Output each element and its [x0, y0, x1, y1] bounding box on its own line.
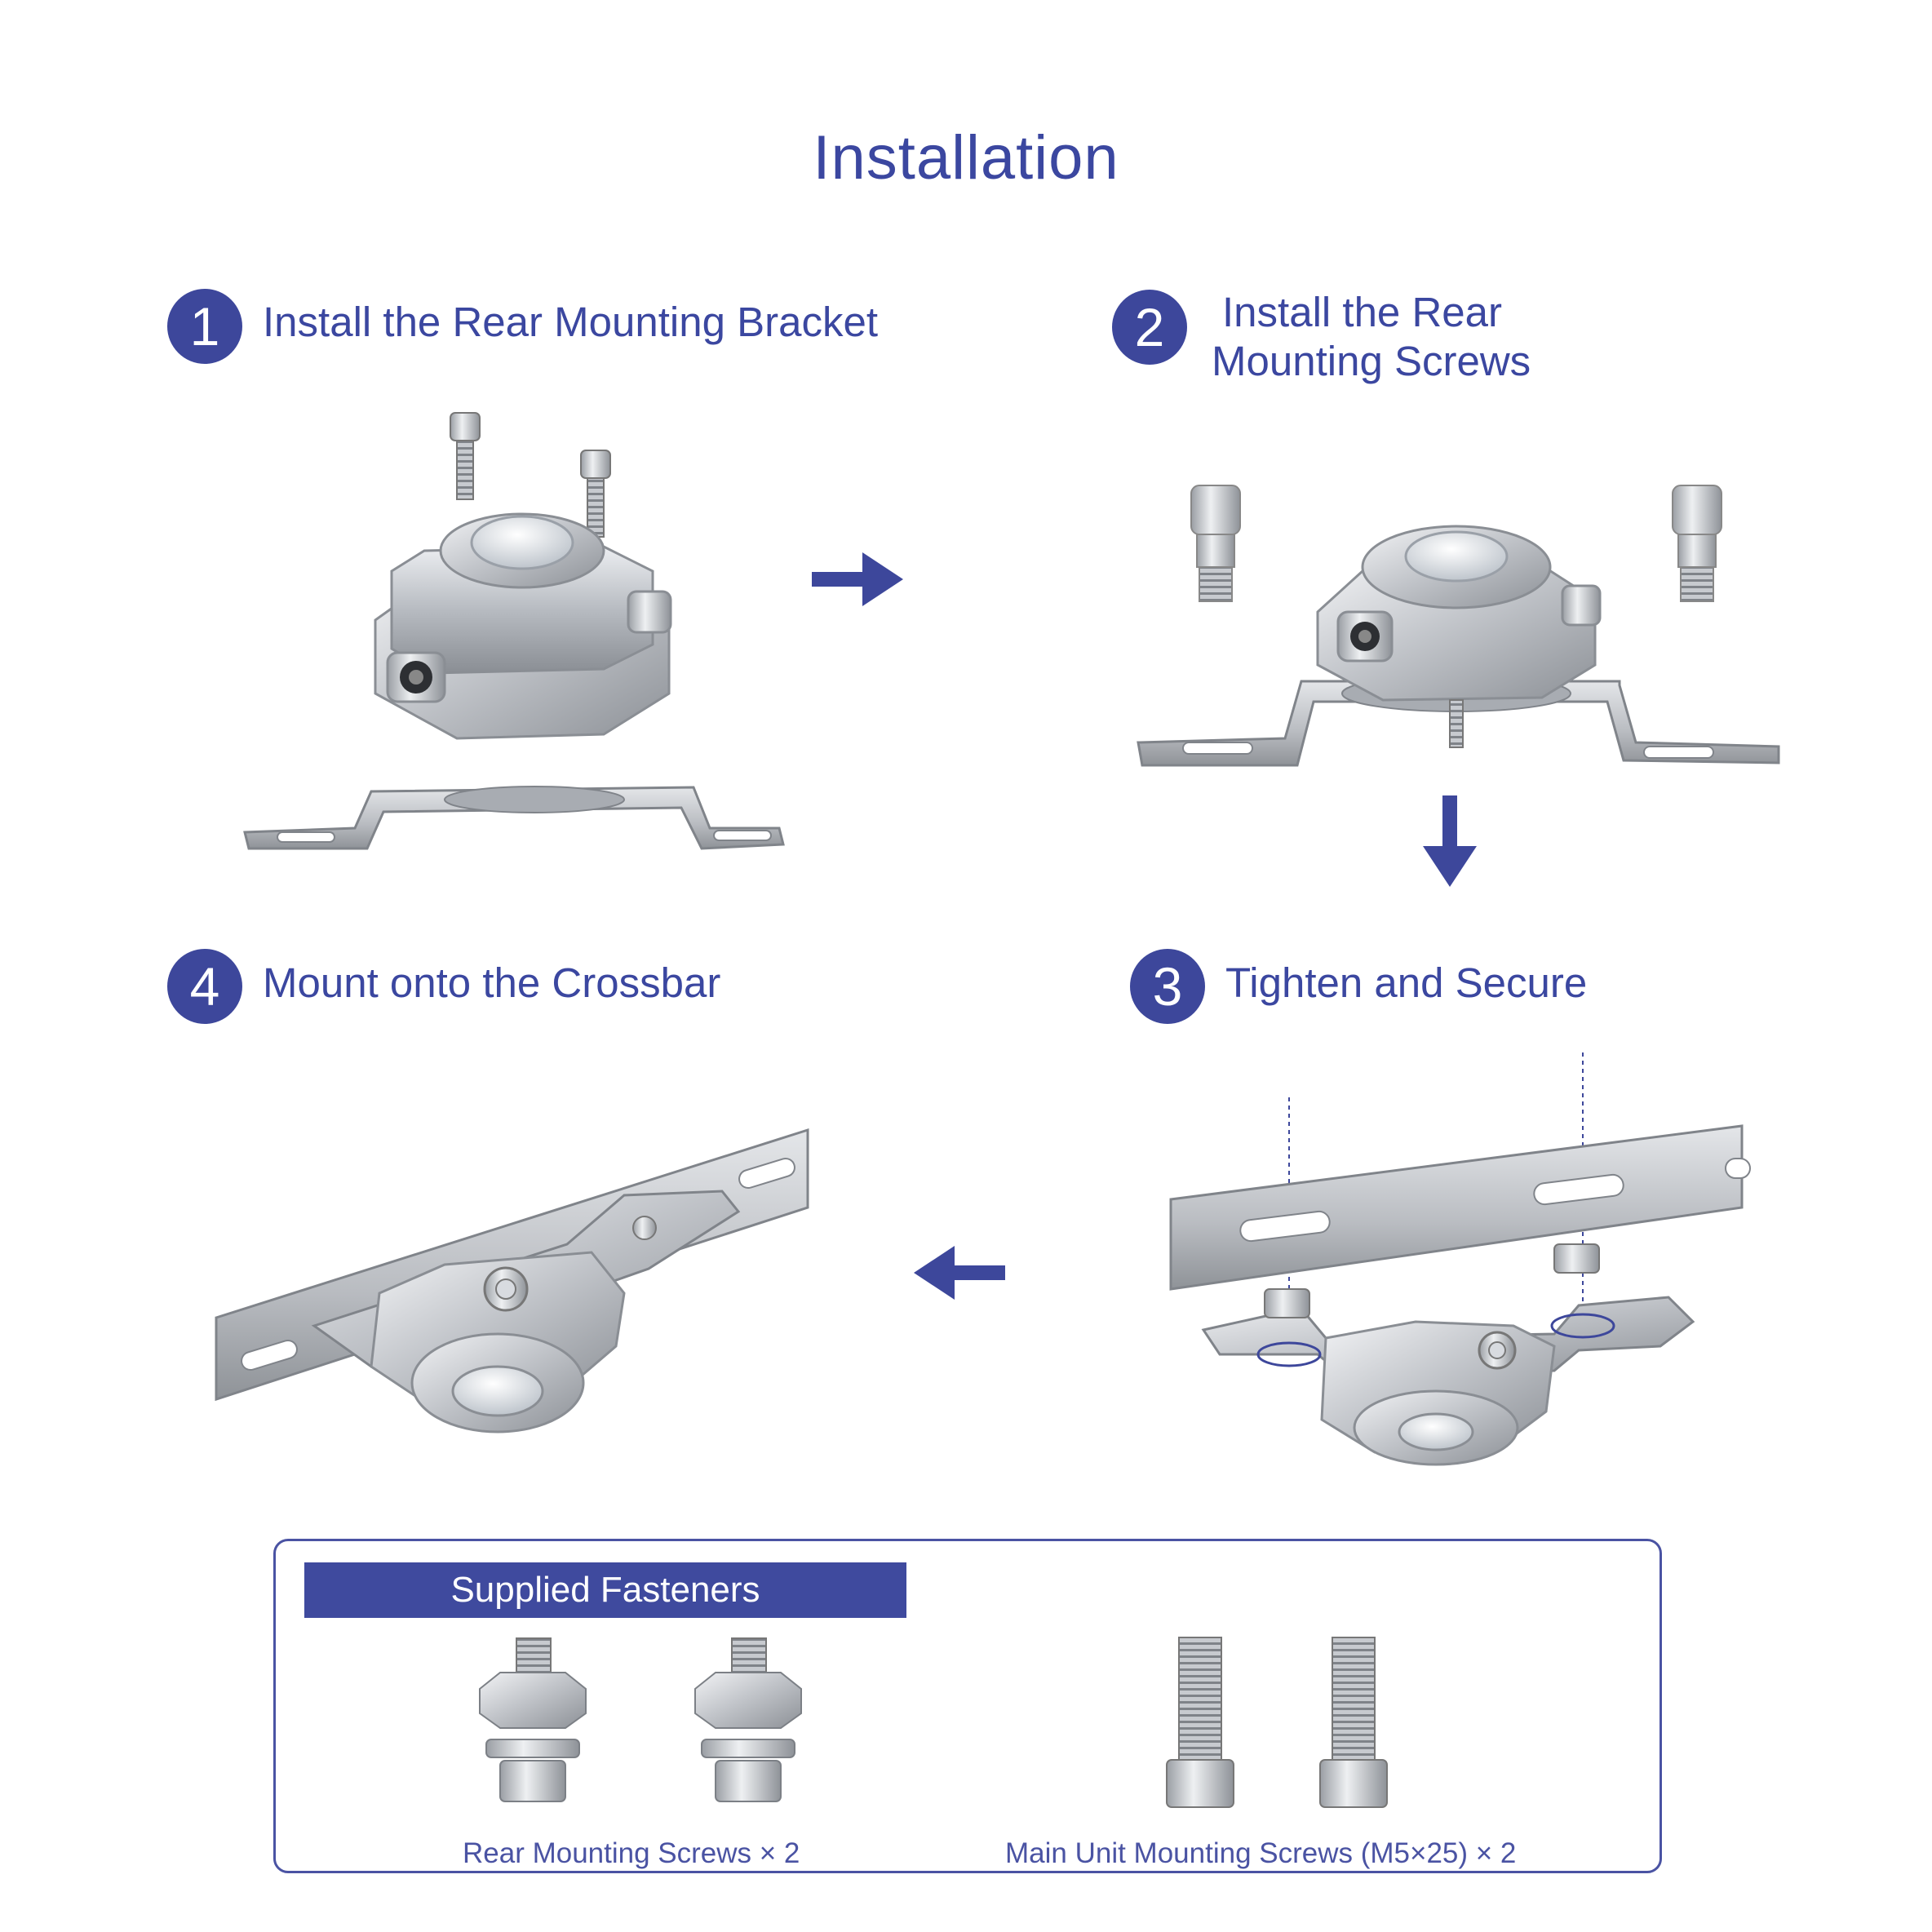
- page-title: Installation: [813, 123, 1119, 193]
- rear-bracket-icon: [243, 786, 785, 850]
- step-1-badge: 1: [167, 289, 242, 364]
- step-4-title: Mount onto the Crossbar: [263, 959, 721, 1006]
- screw-icon: [450, 412, 481, 500]
- rear-mounting-screws-caption: Rear Mounting Screws × 2: [463, 1837, 800, 1869]
- main-unit-icon: [1316, 525, 1602, 748]
- flange-screw-icon: [694, 1637, 802, 1802]
- socket-head-screw-icon: [1166, 1637, 1234, 1808]
- step-3-badge: 3: [1130, 949, 1205, 1024]
- supplied-fasteners-panel: [273, 1539, 1662, 1873]
- step-1-illustration: [243, 412, 785, 850]
- main-unit-icon: [1320, 1320, 1556, 1466]
- step-4-badge: 4: [167, 949, 242, 1024]
- step-3-title: Tighten and Secure: [1225, 959, 1588, 1006]
- arrow-left-icon: [914, 1246, 1005, 1300]
- step-2-illustration: [1137, 485, 1780, 767]
- screw-icon: [1190, 485, 1241, 602]
- step-3-illustration: [1169, 1052, 1751, 1466]
- main-unit-icon: [370, 1251, 626, 1433]
- supplied-fasteners-heading: Supplied Fasteners: [304, 1562, 906, 1618]
- socket-head-screw-icon: [1319, 1637, 1388, 1808]
- step-4-illustration: [215, 1128, 809, 1433]
- arrow-right-icon: [812, 552, 903, 606]
- step-2-title-line1: Install the Rear: [1222, 289, 1503, 335]
- step-2-title-line2: Mounting Screws: [1212, 338, 1531, 384]
- step-2-badge: 2: [1112, 290, 1187, 365]
- flange-screw-icon: [479, 1637, 587, 1802]
- step-1-title: Install the Rear Mounting Bracket: [263, 299, 879, 345]
- main-unit-mounting-screws-caption: Main Unit Mounting Screws (M5×25) × 2: [1005, 1837, 1517, 1869]
- arrow-down-icon: [1423, 795, 1477, 887]
- screw-icon: [1672, 485, 1722, 602]
- main-unit-icon: [374, 512, 672, 740]
- screw-icon: [580, 450, 611, 538]
- crossbar-icon: [1169, 1124, 1751, 1291]
